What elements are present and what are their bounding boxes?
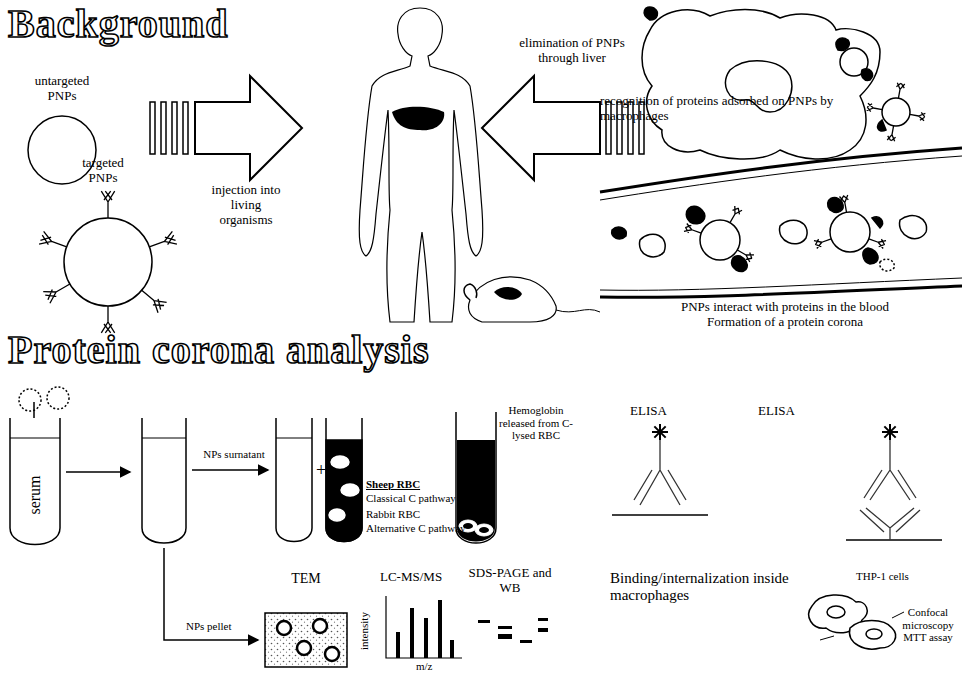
caption-text: Confocal microscopy MTT assay bbox=[898, 606, 958, 644]
antibody-symbol bbox=[101, 306, 114, 333]
tem-image-box: TEM bbox=[264, 612, 348, 668]
caption-text: PNPs interact with proteins in the blood bbox=[620, 300, 950, 315]
caption-text: LC-MS/MS bbox=[380, 570, 442, 585]
antibody-symbol bbox=[730, 206, 742, 223]
method-label: TEM bbox=[291, 572, 321, 586]
antibody-symbol bbox=[39, 231, 67, 246]
antibody-symbol bbox=[910, 112, 926, 120]
caption-text: m/z bbox=[416, 660, 433, 673]
caption-text: injection into living organisms bbox=[203, 183, 289, 228]
caption-text: Hemoglobin released from C-lysed RBC bbox=[499, 404, 573, 442]
caption-text: NPs pellet bbox=[186, 620, 232, 633]
section-heading: Protein corona analysis bbox=[8, 330, 430, 370]
caption-text: Sheep RBC bbox=[366, 478, 420, 491]
antibody-symbol bbox=[814, 239, 831, 249]
label-star bbox=[654, 426, 665, 437]
caption-text: targeted PNPs bbox=[70, 156, 136, 186]
node-outline bbox=[264, 612, 348, 668]
caption-text: intensity bbox=[358, 612, 371, 650]
label-star bbox=[884, 426, 895, 437]
antibody-symbol bbox=[149, 231, 177, 246]
antibody-symbol bbox=[869, 239, 886, 249]
antibody-symbol bbox=[43, 284, 70, 303]
caption-text: SDS-PAGE and WB bbox=[466, 566, 554, 596]
antibody-symbol bbox=[896, 83, 904, 99]
tube-label: serum bbox=[27, 476, 43, 515]
antibody-symbol bbox=[887, 126, 895, 142]
caption-text: NPs surnatant bbox=[196, 448, 272, 461]
antibody-symbol bbox=[867, 103, 883, 111]
caption-text: Rabbit RBC bbox=[366, 508, 420, 521]
antibody-symbol bbox=[839, 195, 848, 212]
antibody-symbol bbox=[737, 250, 754, 262]
caption-text: Binding/internalization inside macrophag… bbox=[610, 570, 810, 605]
caption-text: Classical C pathway bbox=[366, 492, 456, 505]
caption-text: recognition of proteins adsorbed on PNPs… bbox=[600, 94, 870, 124]
caption-text: ELISA bbox=[758, 404, 795, 419]
antibody-symbol bbox=[684, 223, 701, 233]
antibody-symbol bbox=[142, 290, 167, 312]
caption-text: Alternative C pathway bbox=[366, 522, 466, 535]
caption-text: + bbox=[316, 460, 326, 481]
caption-text: Formation of a protein corona bbox=[620, 315, 950, 330]
caption-text: THP-1 cells bbox=[856, 570, 909, 583]
caption-text: elimination of PNPs through liver bbox=[506, 36, 638, 66]
caption-text: ELISA bbox=[630, 404, 667, 419]
caption-text: untargeted PNPs bbox=[24, 74, 100, 104]
serum-tube: serum bbox=[8, 416, 62, 548]
section-heading: Background bbox=[8, 4, 228, 44]
antibody-symbol bbox=[101, 191, 114, 218]
